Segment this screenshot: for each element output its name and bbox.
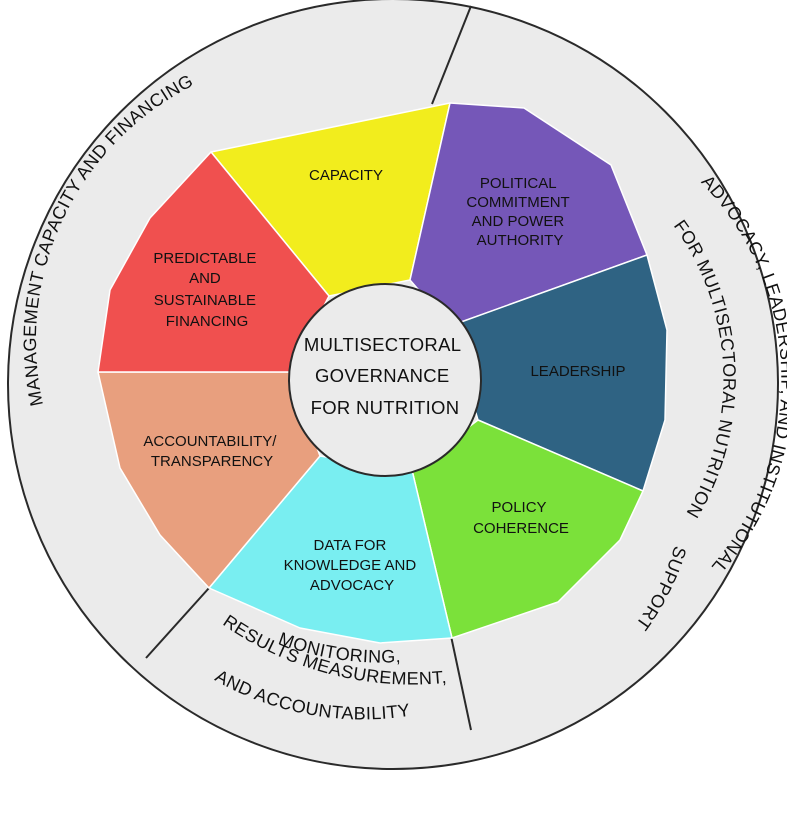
segment-financing-line-1: PREDICTABLE: [153, 250, 256, 267]
segment-label-accountability: ACCOUNTABILITY/ TRANSPARENCY: [143, 433, 280, 470]
ring-divider-bottom-left: [145, 587, 210, 659]
segment-label-political: POLITICAL COMMITMENT AND POWER AUTHORITY: [466, 175, 573, 249]
segment-policy-line-1: POLICY: [492, 499, 547, 516]
segment-label-policy: POLICY COHERENCE: [473, 499, 569, 537]
center-title-line-3: FOR NUTRITION: [311, 397, 460, 418]
segment-label-capacity: CAPACITY: [309, 167, 383, 184]
center-title-line-1: MULTISECTORAL: [304, 334, 461, 355]
segment-data-line-1: DATA FOR: [314, 537, 387, 554]
segment-data-line-3: ADVOCACY: [310, 577, 394, 594]
segment-accountability-line-2: TRANSPARENCY: [151, 453, 273, 470]
center-title-line-2: GOVERNANCE: [315, 365, 450, 386]
segment-political-line-1: POLITICAL: [480, 175, 556, 192]
segment-accountability-line-1: ACCOUNTABILITY/: [143, 433, 277, 450]
segment-label-leadership: LEADERSHIP: [530, 363, 625, 380]
segment-financing-line-2: AND: [189, 270, 221, 287]
ring-divider-top: [431, 5, 472, 105]
segment-capacity-line-1: CAPACITY: [309, 167, 383, 184]
segment-label-data: DATA FOR KNOWLEDGE AND ADVOCACY: [284, 537, 421, 594]
segment-data-line-2: KNOWLEDGE AND: [284, 557, 417, 574]
segment-leadership-line-1: LEADERSHIP: [530, 363, 625, 380]
segment-financing-line-3: SUSTAINABLE: [154, 292, 256, 309]
segment-political-line-4: AUTHORITY: [477, 232, 564, 249]
center-title: MULTISECTORAL GOVERNANCE FOR NUTRITION: [304, 334, 466, 418]
segment-policy-line-2: COHERENCE: [473, 520, 569, 537]
wheel-segments: [97, 102, 668, 644]
ring-divider-bottom-right: [450, 635, 472, 731]
segment-political-line-2: COMMITMENT: [466, 194, 569, 211]
segment-financing-line-4: FINANCING: [166, 313, 249, 330]
center-hub: [288, 283, 482, 477]
segment-label-financing: PREDICTABLE AND SUSTAINABLE FINANCING: [153, 250, 260, 330]
segment-political-line-3: AND POWER: [472, 213, 565, 230]
